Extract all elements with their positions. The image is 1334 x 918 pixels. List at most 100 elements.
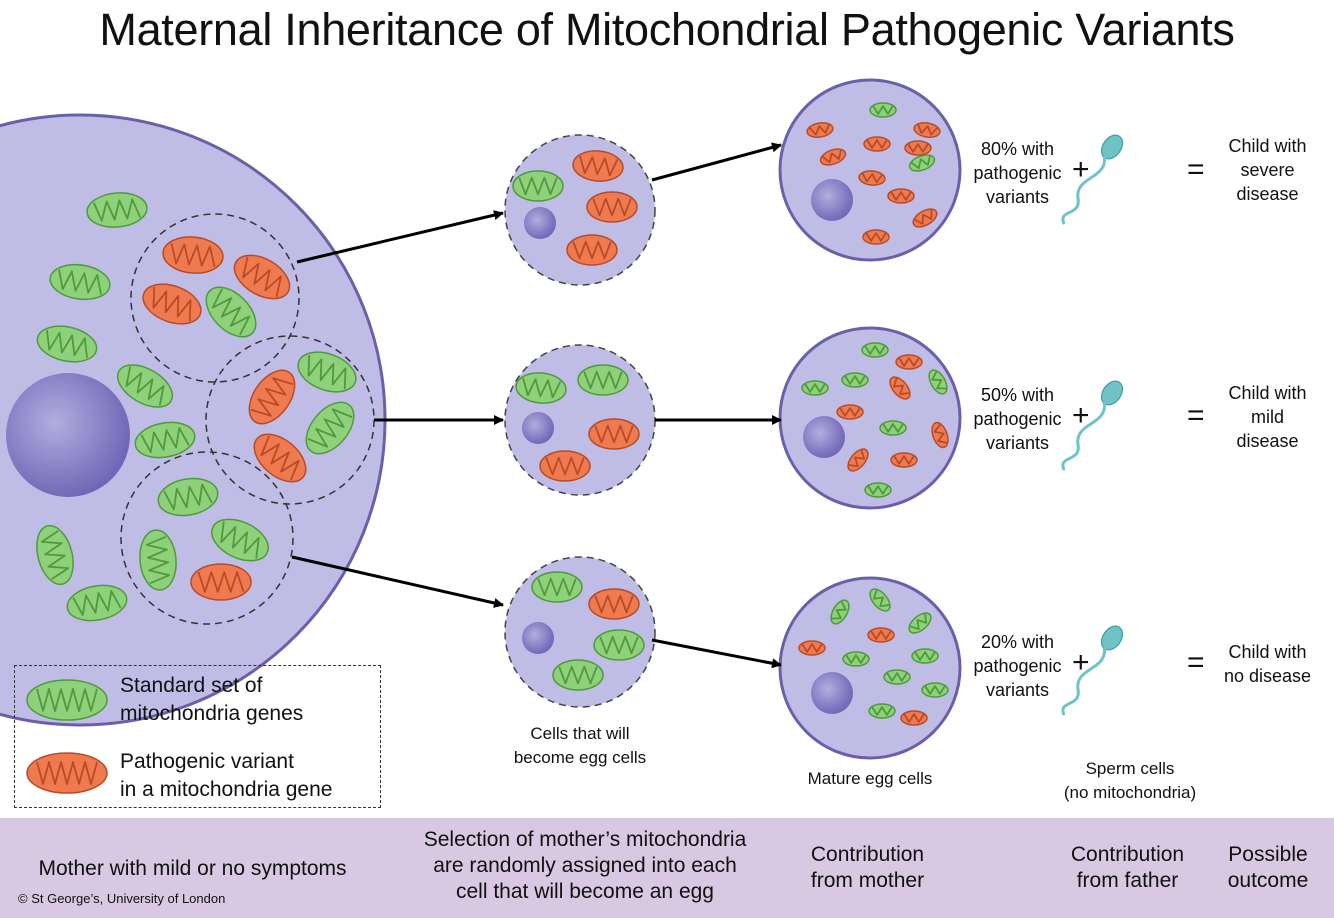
band-selection: Selection of mother’s mitochondria are r… bbox=[423, 828, 747, 903]
cell-3-mito-4 bbox=[552, 659, 604, 691]
sperm-icon-1 bbox=[1061, 134, 1124, 225]
group-middle-mito-1 bbox=[297, 351, 357, 393]
egg-2-mito-12 bbox=[864, 482, 892, 498]
legend-pathogenic-label: Pathogenic variant in a mitochondria gen… bbox=[120, 750, 333, 801]
egg-1-mito-7 bbox=[858, 170, 886, 186]
arrow-mother-to-cell-1 bbox=[296, 210, 504, 264]
group-middle-mito-3 bbox=[305, 401, 355, 455]
row-1-equals: = bbox=[1187, 153, 1205, 186]
egg-3-mito-10 bbox=[868, 703, 896, 719]
band-possible-outcome: Possible outcome bbox=[1227, 843, 1309, 892]
group-top-mito-1 bbox=[162, 236, 224, 274]
egg-1-mito-8 bbox=[887, 188, 915, 204]
egg-3-mito-9 bbox=[921, 682, 949, 698]
mother-nucleus bbox=[6, 373, 130, 497]
egg-2-mito-4 bbox=[841, 372, 869, 388]
legend-standard-label: Standard set of mitochondria genes bbox=[120, 674, 304, 725]
arrow-cell-3-to-egg-3 bbox=[651, 638, 782, 669]
egg-2-mito-11 bbox=[931, 421, 949, 449]
row-2-equals: = bbox=[1187, 399, 1205, 432]
legend bbox=[14, 665, 381, 808]
egg-2-mito-8 bbox=[879, 420, 907, 436]
mitochondria-layer bbox=[36, 102, 949, 726]
arrow-cell-1-to-egg-1 bbox=[651, 142, 782, 182]
egg-1-mito-3 bbox=[863, 136, 891, 152]
arrow-mother-to-cell-3 bbox=[291, 555, 504, 608]
cell-1-mito-1 bbox=[572, 150, 624, 182]
mother-mito-4 bbox=[116, 364, 174, 408]
row-2-outcome: Child with mild disease bbox=[1228, 383, 1307, 451]
label-sperm: Sperm cells (no mitochondria) bbox=[1063, 759, 1197, 802]
mother-mito-6 bbox=[36, 524, 74, 586]
group-bottom-mito-4 bbox=[190, 563, 252, 601]
egg-3-mito-6 bbox=[867, 627, 895, 643]
mother-group-top bbox=[130, 213, 300, 383]
legend-pathogenic-swatch bbox=[26, 752, 108, 794]
row-3-outcome: Child with no disease bbox=[1223, 642, 1312, 686]
egg-2-mito-2 bbox=[895, 354, 923, 370]
mother-mito-7 bbox=[66, 584, 128, 622]
group-bottom-mito-3 bbox=[139, 529, 177, 591]
egg-2-mito-5 bbox=[889, 376, 911, 400]
egg-1-mito-6 bbox=[908, 154, 936, 172]
egg-1-mito-4 bbox=[913, 121, 941, 139]
egg-2-mito-10 bbox=[890, 452, 918, 468]
cell-1-mito-3 bbox=[586, 191, 638, 223]
row-1-percent-text: 80% with pathogenic variants bbox=[973, 139, 1062, 207]
egg-2-mito-6 bbox=[928, 369, 948, 395]
egg-3-mito-8 bbox=[911, 648, 939, 664]
egg-3-mito-7 bbox=[883, 669, 911, 685]
group-middle-mito-2 bbox=[248, 369, 296, 425]
egg-1-mito-5 bbox=[819, 148, 847, 166]
cell-3-mito-3 bbox=[593, 629, 645, 661]
group-top-mito-3 bbox=[142, 283, 202, 325]
cell-2-mito-1 bbox=[515, 372, 567, 404]
egg-1-mito-10 bbox=[862, 229, 890, 245]
row-3-plus: + bbox=[1072, 646, 1090, 679]
label-cells-egg: Cells that will become egg cells bbox=[513, 724, 647, 767]
diagram-title: Maternal Inheritance of Mitochondrial Pa… bbox=[99, 4, 1235, 55]
sperm-cells-layer bbox=[1061, 134, 1124, 716]
sperm-icon-3 bbox=[1061, 625, 1124, 716]
egg-1-mito-2 bbox=[806, 121, 834, 139]
row-3-percent-text: 20% with pathogenic variants bbox=[973, 632, 1062, 700]
cell-3-mito-2 bbox=[588, 588, 640, 620]
row-2-percent-text: 50% with pathogenic variants bbox=[973, 385, 1062, 453]
egg-3-mito-4 bbox=[798, 640, 826, 656]
cell-2-mito-4 bbox=[539, 450, 591, 482]
bottom-band bbox=[0, 818, 1334, 918]
mother-mito-2 bbox=[49, 263, 111, 301]
egg-3-mito-3 bbox=[908, 612, 932, 634]
row-1-outcome: Child with severe disease bbox=[1228, 136, 1307, 204]
cell-1-mito-2 bbox=[512, 170, 564, 202]
legend-standard-swatch bbox=[26, 679, 108, 721]
cell-2-mito-3 bbox=[588, 418, 640, 450]
band-contribution-father: Contribution from father bbox=[1070, 843, 1185, 892]
egg-1-mito-9 bbox=[912, 208, 938, 228]
label-mature-egg: Mature egg cells bbox=[807, 769, 933, 788]
group-top-mito-2 bbox=[233, 254, 291, 300]
row-1-plus: + bbox=[1072, 153, 1090, 186]
cell-2-mito-2 bbox=[577, 364, 629, 396]
group-middle-mito-4 bbox=[253, 433, 307, 483]
row-3-equals: = bbox=[1187, 646, 1205, 679]
egg-3-mito-5 bbox=[842, 651, 870, 667]
group-bottom-mito-1 bbox=[157, 477, 219, 517]
arrows bbox=[291, 142, 782, 669]
egg-2-mito-3 bbox=[801, 380, 829, 396]
mother-mito-3 bbox=[36, 325, 98, 363]
mature-egg-3 bbox=[778, 576, 962, 760]
egg-2-mito-1 bbox=[861, 342, 889, 358]
egg-3-mito-2 bbox=[869, 588, 891, 612]
mother-mito-5 bbox=[134, 421, 196, 459]
cell-1-mito-4 bbox=[566, 234, 618, 266]
mother-cell bbox=[0, 113, 387, 727]
row-2-plus: + bbox=[1072, 399, 1090, 432]
mother-mito-1 bbox=[86, 192, 148, 228]
band-mother: Mother with mild or no symptoms bbox=[38, 857, 347, 880]
group-bottom-mito-2 bbox=[211, 518, 269, 562]
band-contribution-mother: Contribution from mother bbox=[810, 843, 925, 892]
egg-2-mito-9 bbox=[847, 448, 869, 472]
sperm-icon-2 bbox=[1061, 380, 1124, 471]
